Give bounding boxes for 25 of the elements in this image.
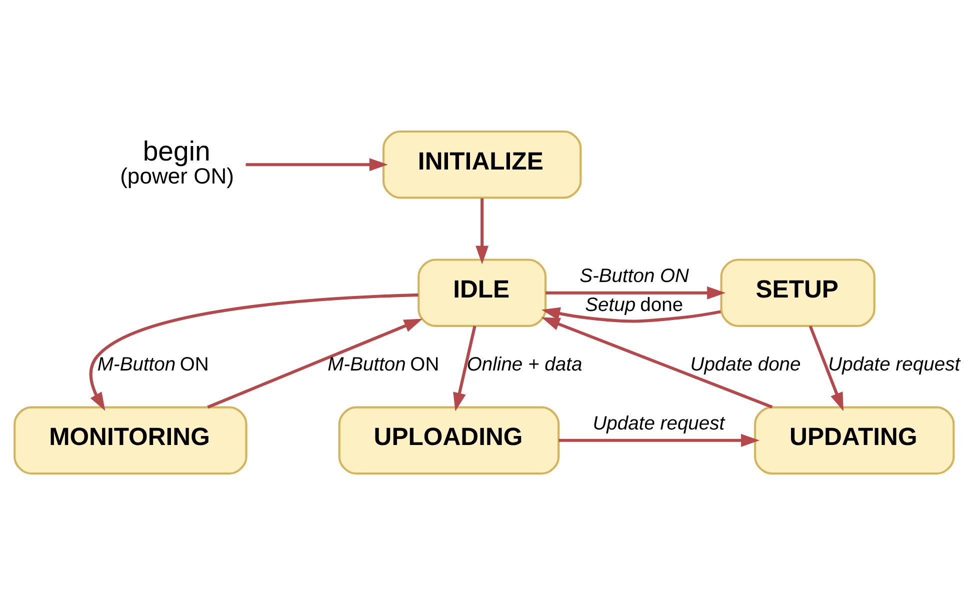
edge-label: Update request — [828, 354, 960, 376]
node-box: UPDATING — [754, 406, 954, 475]
arrow — [540, 307, 720, 323]
arrow — [452, 326, 476, 412]
edge-label: Update request — [592, 414, 724, 435]
edge-label: Online + data — [466, 354, 582, 376]
node-box: MONITORING — [13, 406, 247, 475]
node-box: SETUP — [720, 258, 875, 327]
arrow — [206, 318, 422, 409]
arrow — [88, 293, 418, 411]
edge-label: M-Button ON — [327, 354, 439, 376]
arrow — [808, 325, 843, 412]
arrow — [245, 158, 388, 172]
edge-label: M-Button ON — [96, 354, 208, 376]
node-box: INITIALIZE — [382, 130, 582, 199]
node-box: IDLE — [417, 258, 546, 327]
arrow — [545, 286, 726, 300]
edge-label: Setup done — [584, 295, 683, 316]
arrow — [475, 198, 488, 264]
edge-label: Update done — [690, 354, 800, 376]
node-text: begin (power ON) — [120, 135, 234, 189]
node-box: UPLOADING — [338, 406, 560, 475]
arrow — [558, 434, 760, 447]
arrow — [540, 317, 772, 408]
edge-label: S-Button ON — [579, 266, 689, 288]
